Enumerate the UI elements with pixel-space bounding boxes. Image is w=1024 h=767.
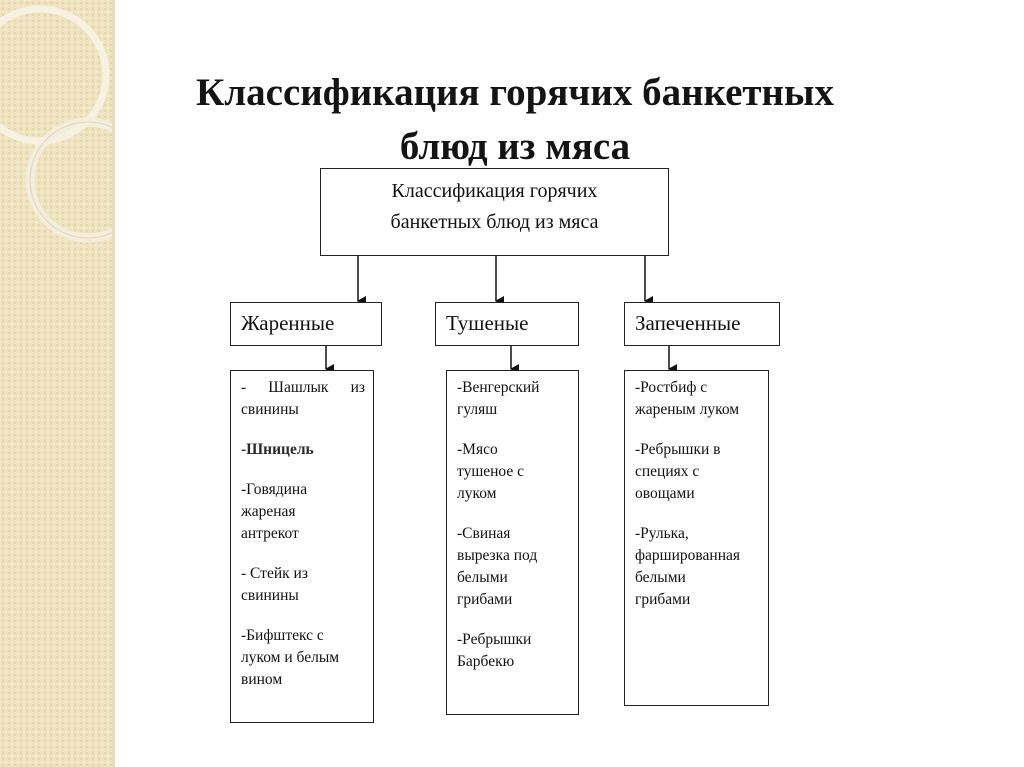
category-label-fried: Жаренные (241, 311, 335, 335)
dish-item-line: -Свиная (457, 525, 511, 542)
root-classification-box: Классификация горячих банкетных блюд из … (320, 168, 669, 256)
dish-item-line: -Бифштекс с (241, 627, 324, 644)
category-label-baked: Запеченные (635, 311, 741, 335)
dish-item-line: -Говядина (241, 481, 308, 498)
dish-item: -Венгерский гуляш (457, 377, 570, 421)
decorative-side-strip (0, 0, 115, 767)
dish-list-fried: - Шашлык из свинины -Шницель -Говядина ж… (230, 370, 374, 723)
dish-item-line: -Ребрышки в (635, 441, 721, 458)
slide-title: Классификация горячих банкетных блюд из … (130, 66, 900, 174)
dish-item: -Рулька, фаршированная белыми грибами (635, 523, 760, 611)
dish-item-line: -Венгерский (457, 379, 540, 396)
dish-item-line: вырезка под (457, 547, 538, 564)
dish-item-line: вином (241, 671, 283, 688)
root-box-line-2: банкетных блюд из мяса (390, 211, 599, 233)
dish-item-line: -Ребрышки (457, 631, 532, 648)
dish-item-line: грибами (635, 591, 691, 608)
dish-item: -Бифштекс с луком и белым вином (241, 625, 365, 691)
dish-item-line: фаршированная (635, 547, 740, 564)
dish-item-line: -Шницель (241, 441, 314, 458)
dish-item: - Стейк из свинины (241, 563, 365, 607)
dish-item: -Свиная вырезка под белыми грибами (457, 523, 570, 611)
dish-item-line: жареным луком (635, 401, 740, 418)
dish-item-line: - Шашлык из (241, 379, 365, 396)
dish-item: -Говядина жареная антрекот (241, 479, 365, 545)
dish-item-line: -Рулька, (635, 525, 689, 542)
dish-item: -Ребрышки Барбекю (457, 629, 570, 673)
dish-item: -Мясо тушеное с луком (457, 439, 570, 505)
slide-title-line-2: блюд из мяса (399, 125, 631, 169)
dish-item-line: грибами (457, 591, 513, 608)
dish-item: - Шашлык из свинины (241, 377, 365, 421)
dish-item: -Ростбиф с жареным луком (635, 377, 760, 421)
decorative-rings (0, 5, 112, 243)
category-box-fried: Жаренные (230, 302, 382, 346)
slide-title-line-1: Классификация горячих банкетных (196, 71, 834, 115)
category-box-stewed: Тушеные (435, 302, 579, 346)
dish-item: -Шницель (241, 439, 365, 461)
dish-item-line: антрекот (241, 525, 299, 542)
dish-item-line: жареная (241, 503, 296, 520)
dish-item-line: белыми (457, 569, 508, 586)
dish-item-line: специях с (635, 463, 700, 480)
dish-item-line: свинины (241, 587, 299, 604)
dish-item-line: Барбекю (457, 653, 515, 670)
dish-item-line: овощами (635, 485, 695, 502)
dish-list-baked: -Ростбиф с жареным луком -Ребрышки в спе… (624, 370, 769, 706)
dish-item-line: -Ростбиф с (635, 379, 708, 396)
dish-item-line: тушеное с (457, 463, 525, 480)
dish-item-line: - Стейк из (241, 565, 308, 582)
dish-item-line: -Мясо (457, 441, 498, 458)
dish-item-line: свинины (241, 401, 299, 418)
dish-list-stewed: -Венгерский гуляш -Мясо тушеное с луком … (446, 370, 579, 715)
dish-item-line: луком и белым (241, 649, 340, 666)
decorative-ring-lower-shade (29, 121, 112, 239)
dish-item-line: луком (457, 485, 497, 502)
category-box-baked: Запеченные (624, 302, 780, 346)
category-label-stewed: Тушеные (446, 311, 529, 335)
dish-item-line: белыми (635, 569, 686, 586)
root-box-line-1: Классификация горячих (391, 180, 598, 202)
dish-item: -Ребрышки в специях с овощами (635, 439, 760, 505)
dish-item-line: гуляш (457, 401, 498, 418)
